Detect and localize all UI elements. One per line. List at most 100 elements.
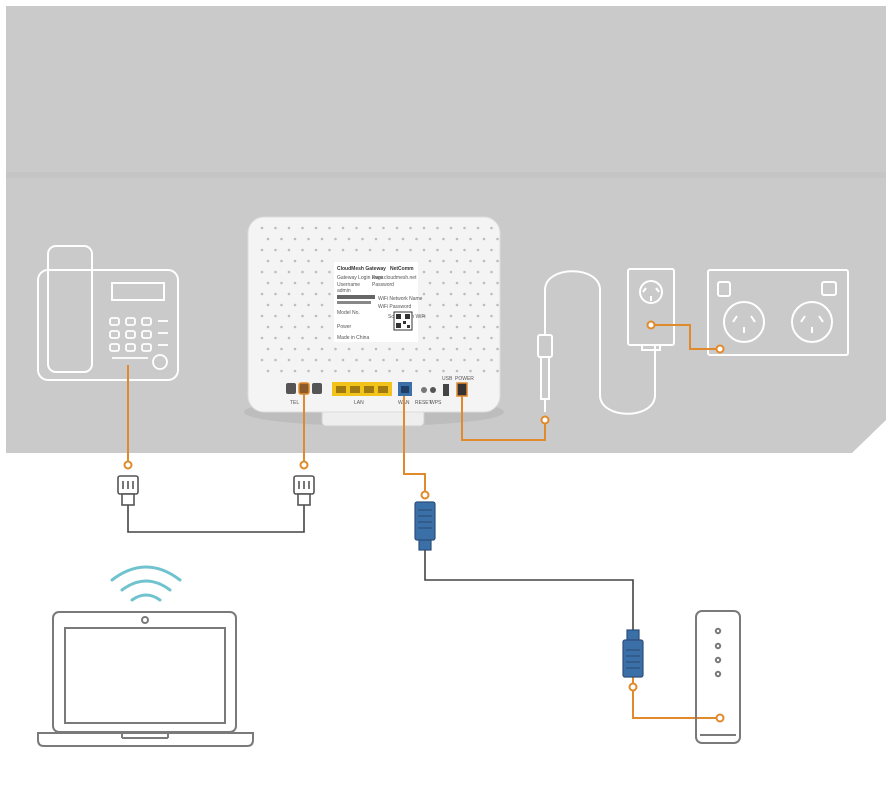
rj11-plug-icon: [293, 475, 315, 506]
vent-dot: [307, 237, 310, 241]
vent-dot: [496, 325, 499, 329]
vent-dot: [293, 237, 297, 241]
vent-dot: [314, 358, 318, 362]
vent-dot: [442, 347, 445, 351]
orange-connection-lines: [127, 324, 720, 719]
vent-dot: [476, 292, 480, 296]
vent-dot: [266, 347, 270, 351]
vent-dot: [415, 347, 418, 351]
router-power-line: [461, 396, 546, 441]
vent-dot: [266, 325, 270, 329]
vent-dot: [422, 314, 426, 318]
vent-dot: [496, 369, 499, 373]
vent-dot: [455, 369, 459, 373]
vent-dot: [260, 336, 264, 340]
label-usb: USB: [442, 376, 453, 382]
vent-dot: [301, 270, 304, 274]
vent-dot: [307, 347, 310, 351]
vent-dot: [320, 259, 324, 263]
adapter-socket-line: [651, 324, 720, 350]
vent-dot: [476, 358, 480, 362]
vent-dot: [476, 248, 480, 252]
ethernet-plug-icon: [414, 501, 436, 551]
label-lan: LAN: [354, 400, 364, 406]
vent-dot: [436, 270, 439, 274]
vent-dot: [382, 226, 385, 230]
vent-dot: [476, 226, 480, 230]
vent-dot: [334, 347, 337, 351]
vent-dot: [463, 314, 466, 318]
vent-dot: [428, 347, 432, 351]
power-port: [456, 382, 468, 397]
vent-dot: [422, 336, 426, 340]
router-device: CloudMesh Gateway NetComm Gateway Login …: [244, 216, 504, 427]
vent-dot: [455, 237, 459, 241]
reset-button: [421, 387, 427, 393]
vent-dot: [274, 292, 277, 296]
vent-dot: [347, 237, 351, 241]
ethernet-cable: [424, 550, 634, 630]
vent-dot: [328, 270, 331, 274]
vent-dot: [463, 270, 466, 274]
vent-dot: [482, 237, 486, 241]
vent-dot: [490, 292, 493, 296]
vent-dot: [320, 303, 324, 307]
vent-dot: [482, 347, 486, 351]
vent-dot: [320, 369, 324, 373]
vent-dot: [409, 226, 412, 230]
vent-dot: [469, 369, 472, 373]
rj11-plug-icon: [117, 475, 139, 506]
vent-dot: [482, 259, 486, 263]
vent-dot: [260, 314, 264, 318]
vent-dot: [496, 281, 499, 285]
vent-dot: [415, 369, 418, 373]
vent-dot: [287, 314, 291, 318]
vent-dot: [422, 292, 426, 296]
vent-dot: [401, 237, 405, 241]
vent-dot: [388, 237, 391, 241]
vent-dot: [293, 369, 297, 373]
vent-dot: [374, 237, 378, 241]
vent-dot: [287, 336, 291, 340]
vent-dot: [280, 237, 283, 241]
vent-dot: [280, 259, 283, 263]
label-reset: RESET: [415, 400, 432, 406]
vent-dot: [463, 226, 466, 230]
vent-dot: [301, 314, 304, 318]
vent-dot: [428, 259, 432, 263]
vent-dot: [449, 226, 453, 230]
vent-dot: [449, 292, 453, 296]
vent-dot: [361, 347, 364, 351]
tel-port-1: [286, 383, 296, 394]
label-power: POWER: [455, 376, 474, 382]
wps-button: [430, 387, 436, 393]
vent-dot: [293, 303, 297, 307]
router-wan-line: [403, 396, 426, 494]
vent-dot: [409, 248, 412, 252]
label-tel: TEL: [290, 400, 299, 406]
router-password-label: Password: [372, 282, 394, 288]
vent-dot: [469, 325, 472, 329]
vent-dot: [287, 248, 291, 252]
vent-dot: [307, 281, 310, 285]
vent-dot: [287, 292, 291, 296]
vent-dot: [428, 303, 432, 307]
router-label-sticker: CloudMesh Gateway NetComm Gateway Login …: [334, 262, 426, 342]
vent-dot: [490, 336, 493, 340]
router-username-value: admin: [337, 288, 351, 294]
router-wifi-name-label: WiFi Network Name: [378, 296, 423, 302]
vent-dot: [314, 314, 318, 318]
vent-dot: [328, 226, 331, 230]
vent-dot: [274, 248, 277, 252]
vent-dot: [301, 248, 304, 252]
vent-dot: [436, 314, 439, 318]
vent-dot: [442, 259, 445, 263]
vent-dot: [334, 237, 337, 241]
vent-dot: [436, 248, 439, 252]
vent-dot: [355, 226, 358, 230]
vent-dot: [293, 347, 297, 351]
vent-dot: [266, 259, 270, 263]
vent-dot: [293, 281, 297, 285]
vent-dot: [274, 270, 277, 274]
vent-dot: [476, 336, 480, 340]
